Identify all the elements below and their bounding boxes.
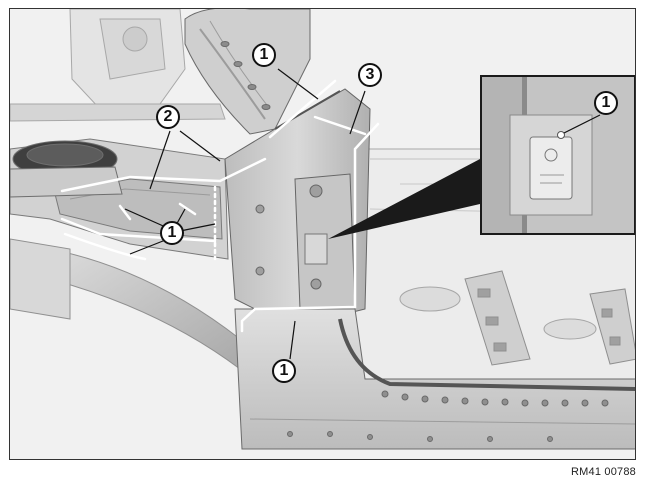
a-pillar-arch: [184, 9, 311, 135]
cut-lines: [60, 79, 380, 333]
cut-line-pillar-outline: [240, 122, 380, 333]
callout-1-front-member: 1: [160, 221, 184, 245]
callout-1-a-pillar-top: 1: [252, 43, 276, 67]
seat-rail-left: [464, 270, 531, 366]
callout-3-pillar-inner: 3: [358, 63, 382, 87]
cut-line-a-pillar-top: [268, 79, 337, 139]
cut-line-wheel-arch: [63, 232, 147, 261]
detail-inset-illustration: [482, 77, 634, 233]
leader-c1-top: [277, 68, 319, 100]
inset-weld-point: [557, 131, 565, 139]
leader-c1-mid-c: [179, 223, 216, 232]
inset-leader: [563, 114, 601, 134]
seat-rail-right: [589, 288, 635, 365]
figure-reference-code: RM41 00788: [571, 466, 636, 478]
detail-pointer: [328, 159, 480, 239]
leader-c2-a: [149, 130, 171, 190]
detail-inset: [480, 75, 635, 235]
callout-1-inset: 1: [594, 91, 618, 115]
shock-absorber-tower: [10, 140, 123, 198]
callout-1-sill: 1: [272, 359, 296, 383]
cut-line-strut-a: [118, 204, 132, 221]
diagram-frame: 1 2 3 1 1 1: [9, 8, 636, 460]
a-pillar: [224, 88, 371, 315]
leader-c1-mid-d: [129, 238, 169, 255]
callout-2-upper-member: 2: [156, 105, 180, 129]
cut-line-strut-b: [178, 202, 197, 216]
leader-c2-b: [179, 130, 221, 162]
cut-line-pillar-inner: [313, 115, 367, 136]
cut-line-upper-member: [60, 157, 267, 193]
leader-c1-bottom: [289, 320, 296, 360]
door-sill: [234, 308, 635, 450]
leader-c3: [349, 90, 366, 135]
